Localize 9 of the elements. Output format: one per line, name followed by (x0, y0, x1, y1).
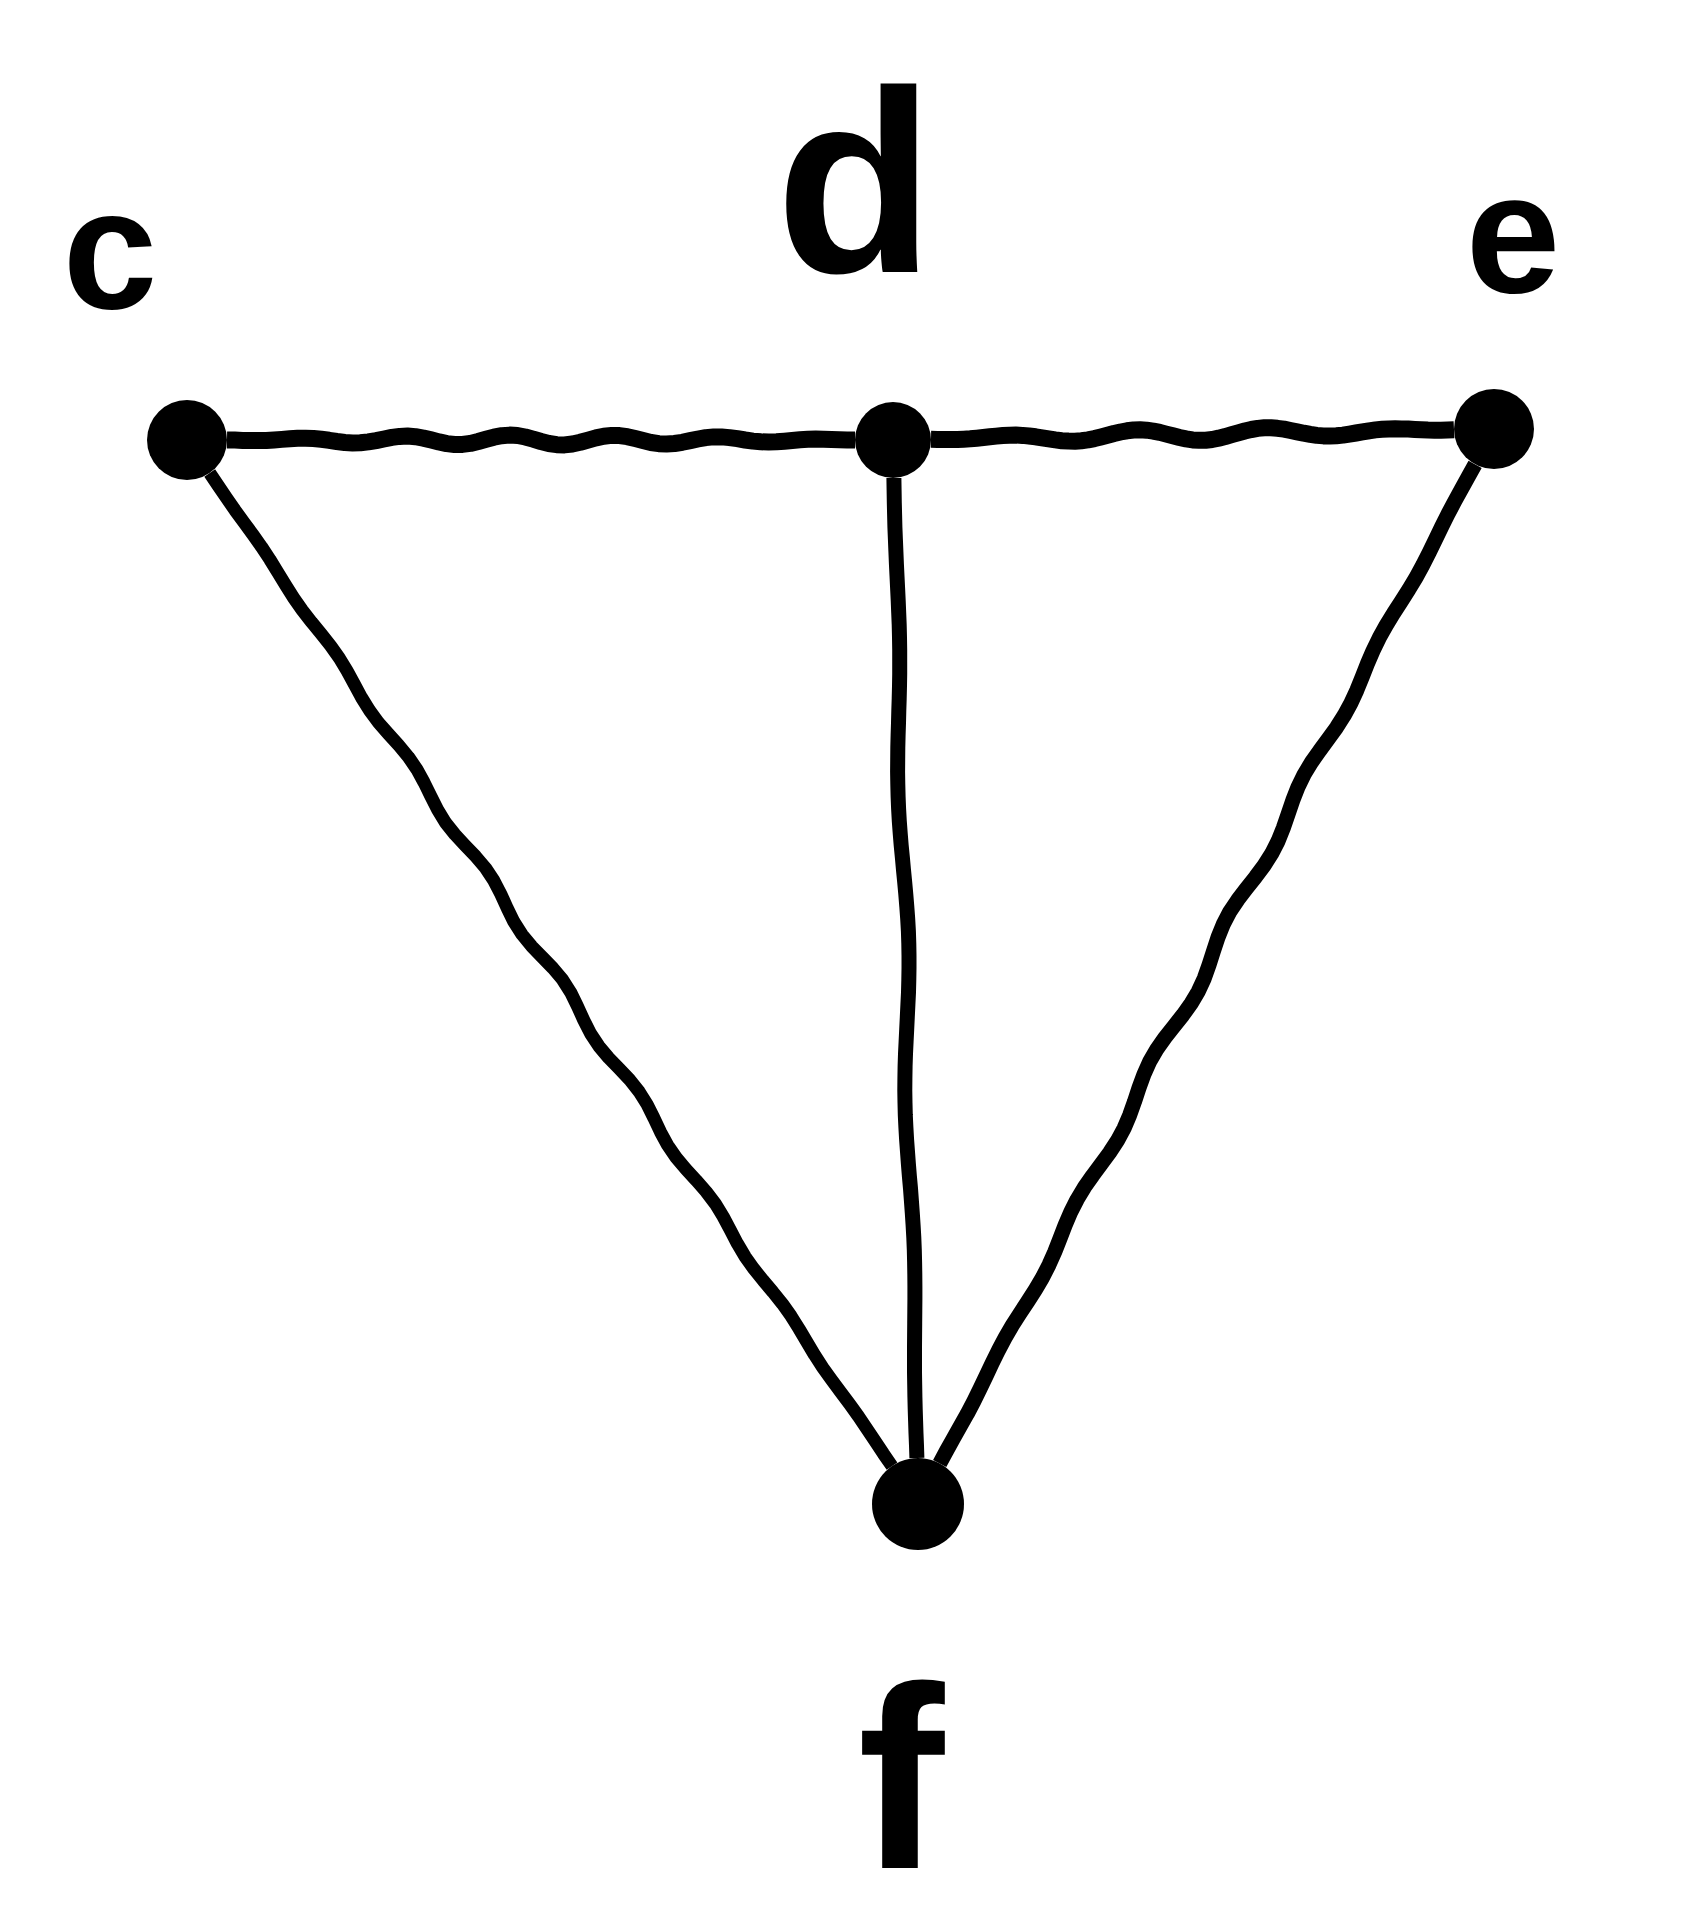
edge-line (929, 419, 1456, 450)
edge-line (886, 477, 925, 1459)
edge-line (226, 426, 856, 454)
vertex-label: c (62, 164, 158, 334)
edge-line (933, 460, 1482, 1468)
vertex-label: f (857, 1648, 945, 1908)
vertex-label: d (775, 52, 935, 312)
edge-line (204, 469, 898, 1470)
vertex-label: e (1465, 148, 1561, 318)
